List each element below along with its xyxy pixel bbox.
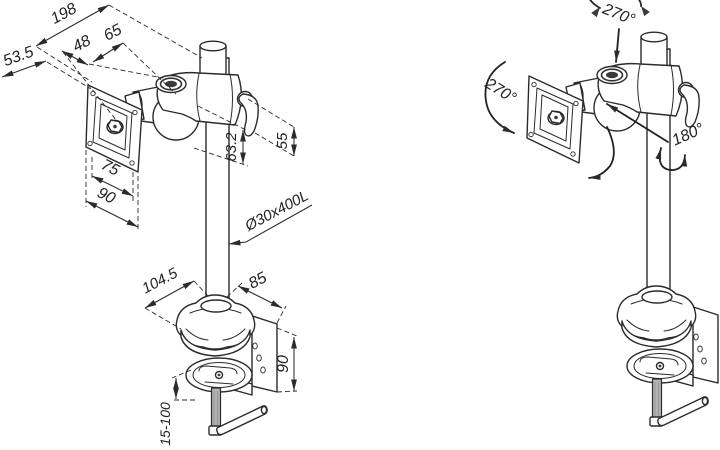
dim-label: 63.2 (223, 132, 240, 162)
dim-label: 75 (98, 156, 122, 179)
dim-104-5: 104.5 (139, 264, 195, 309)
swivel-swoosh-arrow (588, 126, 615, 180)
dim-label: 15-100 (157, 402, 173, 446)
angle-label: 270° (599, 0, 638, 29)
arc-arrowhead (641, 6, 650, 17)
monitor-arm-left (85, 40, 278, 436)
down-arrow (614, 28, 620, 63)
dim-48: 48 (61, 32, 94, 66)
monitor-arm-right (526, 31, 719, 427)
leader-arrow (606, 103, 669, 143)
arc-arrowhead (591, 7, 600, 18)
dim-55: 55 (274, 127, 297, 156)
dim-label: 55 (274, 132, 291, 149)
dim-15-100: 15-100 (157, 378, 179, 446)
dim-75: 75 (91, 156, 134, 197)
dim-label: 104.5 (139, 264, 181, 297)
dim-label: 48 (70, 32, 94, 55)
dim-label: 90 (94, 184, 118, 207)
dim-label: 90 (275, 355, 292, 373)
angle-label: 180° (670, 120, 708, 149)
extension-lines (36, 4, 298, 401)
dim-65: 65 (92, 21, 125, 63)
right-view: 270° 270° 180° (481, 0, 719, 427)
dim-63-2: 63.2 (223, 130, 246, 164)
dim-85: 85 (237, 269, 283, 309)
dim-label: 65 (101, 21, 125, 44)
left-view: 198 53.5 48 65 63.2 55 75 90 (1, 0, 313, 446)
dim-label: 85 (246, 269, 270, 292)
dim-90-plate: 90 (85, 184, 139, 228)
dim-90-clamp: 90 (275, 337, 297, 391)
dim-pole-spec: Ø30x400L (228, 187, 313, 246)
